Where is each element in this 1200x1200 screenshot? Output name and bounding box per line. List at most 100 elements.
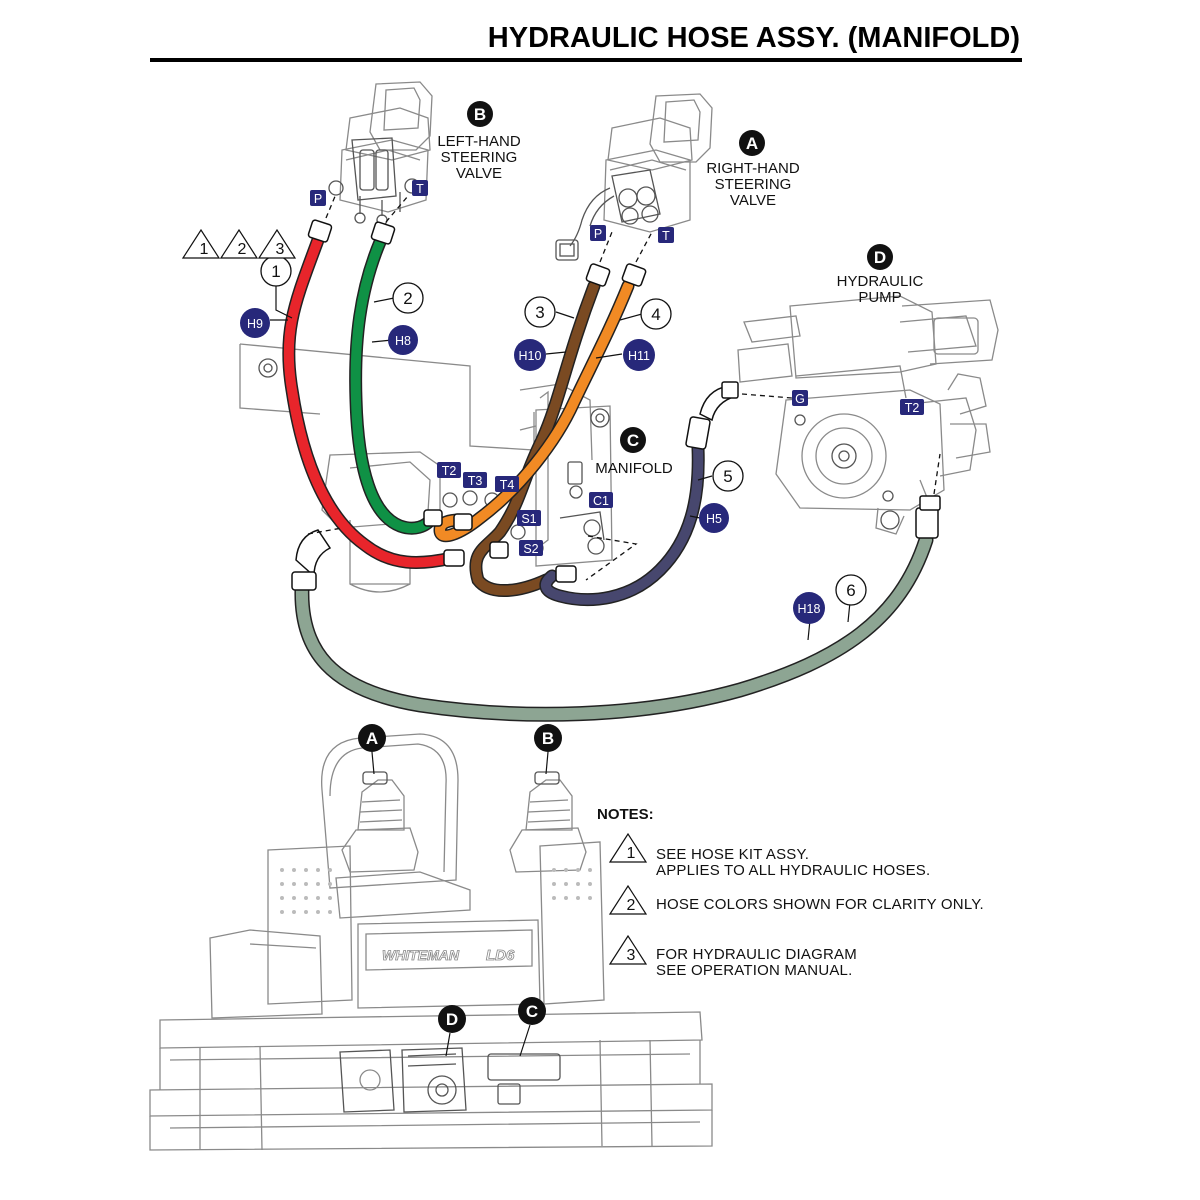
- port-b-p: P: [310, 190, 326, 206]
- note-3: 3 FOR HYDRAULIC DIAGRAM SEE OPERATION MA…: [608, 934, 857, 979]
- svg-text:G: G: [795, 392, 805, 406]
- machine-model: LD6: [486, 947, 515, 964]
- note-reference-triangles: 1 2 3: [181, 228, 297, 259]
- hose-2-h8-fill: [350, 237, 437, 534]
- component-d-callout: D HYDRAULIC PUMP: [837, 244, 924, 306]
- note-ref-3: 3: [257, 228, 297, 259]
- component-a-callout: A RIGHT-HAND STEERING VALVE: [706, 130, 800, 209]
- badge-d-letter: D: [874, 248, 886, 267]
- hydraulic-pump-drawing: [737, 295, 999, 535]
- svg-text:T3: T3: [468, 474, 483, 488]
- svg-text:SEE HOSE KIT ASSY.: SEE HOSE KIT ASSY.: [656, 846, 809, 863]
- label-b-line3: VALVE: [456, 165, 502, 182]
- page-title: HYDRAULIC HOSE ASSY. (MANIFOLD): [488, 22, 1020, 54]
- label-a-line1: RIGHT-HAND: [706, 160, 800, 177]
- svg-text:A: A: [366, 729, 378, 748]
- item-5: 5: [712, 460, 744, 492]
- svg-text:FOR HYDRAULIC DIAGRAM: FOR HYDRAULIC DIAGRAM: [656, 946, 857, 963]
- label-a-line3: VALVE: [730, 192, 776, 209]
- svg-text:H8: H8: [395, 334, 411, 348]
- svg-text:2: 2: [403, 289, 412, 308]
- svg-text:3: 3: [535, 303, 544, 322]
- svg-text:B: B: [542, 729, 554, 748]
- svg-text:C: C: [526, 1002, 538, 1021]
- notes-heading: NOTES:: [597, 806, 654, 823]
- label-c-line1: MANIFOLD: [595, 460, 673, 477]
- item-1: 1: [260, 255, 292, 287]
- note-2: 2 HOSE COLORS SHOWN FOR CLARITY ONLY.: [608, 884, 984, 915]
- badge-b: [467, 101, 493, 127]
- svg-text:4: 4: [651, 305, 660, 324]
- notes-section: NOTES: 1 SEE HOSE KIT ASSY. APPLIES TO A…: [597, 806, 984, 979]
- port-connection-dashes: [307, 193, 941, 581]
- hose-fittings: [291, 219, 941, 591]
- machine-marker-b: B: [534, 724, 562, 775]
- port-manifold-t4: T4: [495, 476, 519, 492]
- component-c-callout: C MANIFOLD: [595, 427, 673, 477]
- svg-text:T: T: [416, 182, 424, 196]
- svg-text:2: 2: [627, 897, 636, 914]
- svg-text:HOSE COLORS SHOWN FOR CLARITY: HOSE COLORS SHOWN FOR CLARITY ONLY.: [656, 896, 984, 913]
- svg-text:S2: S2: [523, 542, 538, 556]
- left-hand-steering-valve-drawing: [328, 81, 433, 226]
- hose-1-h9-fill: [283, 235, 457, 568]
- svg-text:H5: H5: [706, 512, 722, 526]
- port-pump-t2: T2: [900, 399, 924, 415]
- badge-c: [620, 427, 646, 453]
- svg-text:6: 6: [846, 581, 855, 600]
- machine-brand-logo: WHITEMAN: [382, 947, 460, 963]
- svg-text:H18: H18: [798, 602, 821, 616]
- port-manifold-t2: T2: [437, 462, 461, 478]
- item-6: 6: [835, 574, 867, 606]
- hose-code-h9: H9: [240, 308, 270, 338]
- item-3: 3: [524, 296, 556, 328]
- label-b-line1: LEFT-HAND: [437, 133, 521, 150]
- svg-text:SEE OPERATION MANUAL.: SEE OPERATION MANUAL.: [656, 962, 852, 979]
- port-b-t: T: [412, 180, 428, 196]
- badge-c-letter: C: [627, 431, 639, 450]
- port-manifold-t3: T3: [463, 472, 487, 488]
- hose-code-h18: H18: [793, 592, 825, 624]
- right-hand-steering-valve-drawing: [555, 93, 713, 261]
- hose-3-h10-fill: [470, 281, 599, 596]
- svg-text:D: D: [446, 1010, 458, 1029]
- hose-code-h8: H8: [388, 325, 418, 355]
- badge-b-letter: B: [474, 105, 486, 124]
- title-rule: [150, 58, 1022, 62]
- badge-a-letter: A: [746, 134, 758, 153]
- item-4: 4: [640, 298, 672, 330]
- svg-text:C1: C1: [593, 494, 609, 508]
- svg-text:H10: H10: [519, 349, 542, 363]
- svg-text:T4: T4: [500, 478, 515, 492]
- hose-code-badges: H9 H8 H10 H11 H5 H18: [240, 308, 825, 624]
- note-1: 1 SEE HOSE KIT ASSY. APPLIES TO ALL HYDR…: [608, 832, 930, 879]
- port-pump-g: G: [792, 390, 808, 406]
- port-labels: P T P T T2 T3 T4 C1 S1 S2 G T2: [310, 180, 924, 556]
- component-b-callout: B LEFT-HAND STEERING VALVE: [437, 101, 521, 182]
- port-a-t: T: [658, 227, 674, 243]
- hose-code-h5: H5: [699, 503, 729, 533]
- badge-a: [739, 130, 765, 156]
- svg-text:T2: T2: [442, 464, 457, 478]
- svg-text:T2: T2: [905, 401, 920, 415]
- label-d-line2: PUMP: [858, 289, 901, 306]
- hose-6-h18-fill: [295, 534, 932, 721]
- svg-text:APPLIES TO ALL HYDRAULIC HOSES: APPLIES TO ALL HYDRAULIC HOSES.: [656, 862, 930, 879]
- label-a-line2: STEERING: [715, 176, 792, 193]
- hose-5-h5-fill: [540, 443, 704, 605]
- port-manifold-s2: S2: [519, 540, 543, 556]
- machine-marker-c: C: [518, 997, 546, 1057]
- svg-text:5: 5: [723, 467, 732, 486]
- svg-text:S1: S1: [521, 512, 536, 526]
- hose-code-h11: H11: [623, 339, 655, 371]
- label-d-line1: HYDRAULIC: [837, 273, 924, 290]
- port-a-p: P: [590, 225, 606, 241]
- note-ref-2: 2: [219, 228, 259, 259]
- svg-text:2: 2: [238, 241, 247, 258]
- svg-text:1: 1: [271, 262, 280, 281]
- svg-text:1: 1: [200, 241, 209, 258]
- svg-text:1: 1: [627, 845, 636, 862]
- machine-marker-d: D: [438, 1005, 466, 1057]
- port-manifold-s1: S1: [517, 510, 541, 526]
- manifold-bracket-drawing: [239, 343, 613, 593]
